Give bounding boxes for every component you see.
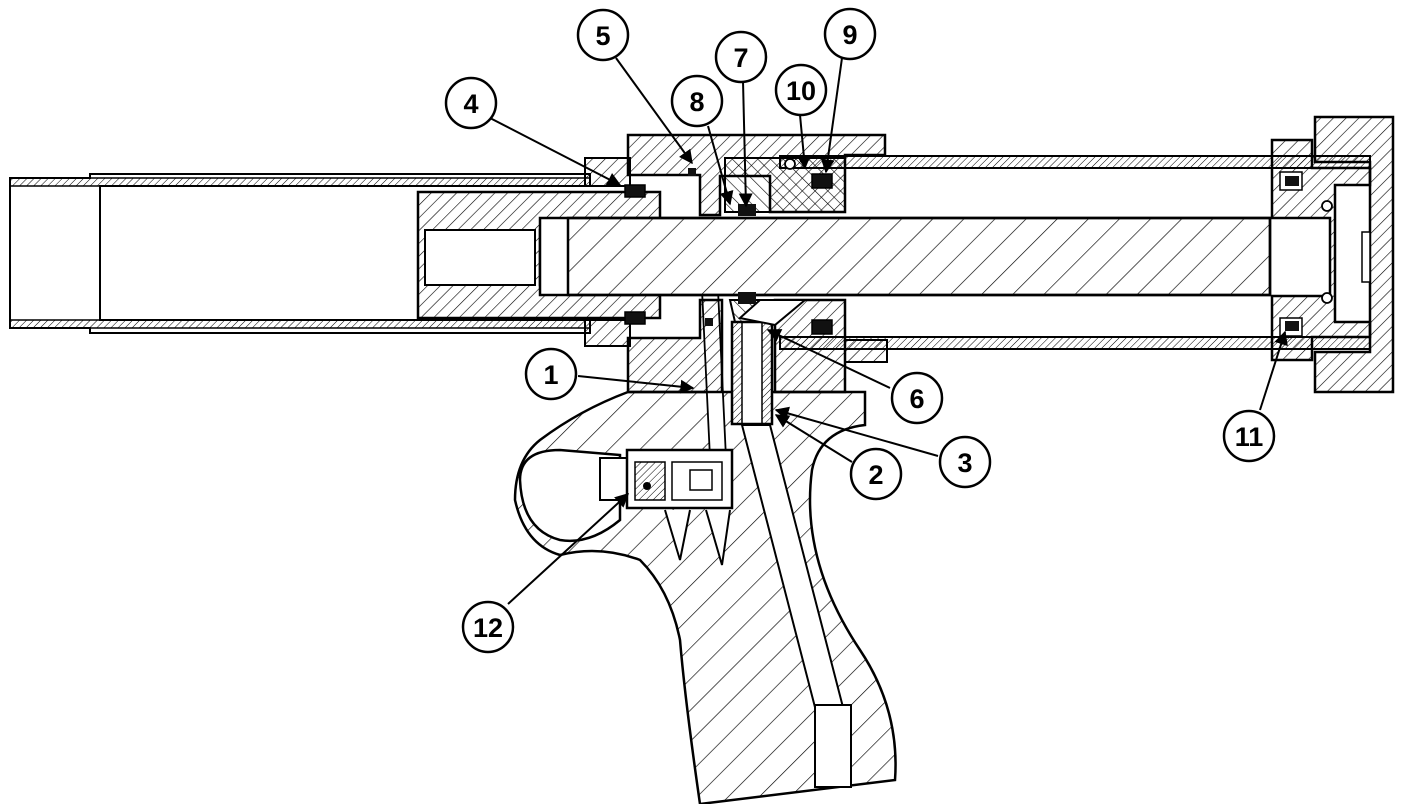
svg-text:1: 1 [543,360,558,390]
trigger-valve [599,448,734,566]
callout-6: 6 [890,371,944,425]
svg-text:6: 6 [909,384,924,414]
svg-text:2: 2 [868,460,883,490]
callout-12: 12 [461,600,515,654]
svg-text:5: 5 [595,21,610,51]
end-cap [1313,115,1395,394]
svg-text:10: 10 [786,76,816,106]
svg-text:11: 11 [1235,422,1264,452]
callout-3: 3 [938,435,992,489]
callout-1: 1 [524,347,578,401]
svg-text:3: 3 [957,448,972,478]
svg-text:4: 4 [463,89,478,119]
svg-text:7: 7 [733,43,748,73]
callout-2: 2 [849,447,903,501]
seals [624,158,1333,335]
callouts: 1 2 3 4 5 6 7 8 [444,7,1276,654]
callout-9: 9 [823,7,877,61]
callout-4: 4 [444,76,498,130]
callout-7: 7 [714,30,768,84]
callout-5: 5 [576,8,630,62]
leader-lines [489,57,1288,605]
svg-text:8: 8 [689,87,704,117]
piston-head [1270,138,1372,362]
callout-8: 8 [670,74,724,128]
svg-text:9: 9 [842,20,857,50]
svg-text:12: 12 [473,613,503,643]
callout-11: 11 [1222,409,1276,463]
callout-10: 10 [774,63,828,117]
piston-rod [538,216,1272,297]
